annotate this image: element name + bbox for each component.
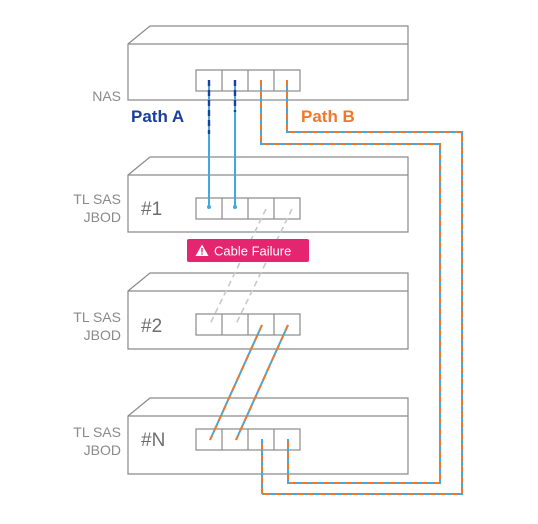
path-a-endpoints (207, 205, 237, 209)
warning-icon (195, 244, 209, 256)
jbod-2-ports (195, 313, 301, 336)
cable-failure-badge: Cable Failure (187, 239, 309, 262)
jbod-2-type-line1: TL SAS (73, 309, 121, 325)
cable-failure-label: Cable Failure (214, 244, 291, 259)
path-b-cables (209, 80, 463, 495)
jbod-n-number: #N (141, 430, 165, 451)
jbod-1-type-line1: TL SAS (73, 191, 121, 207)
jbod-1-number: #1 (141, 199, 162, 220)
jbod-2-number: #2 (141, 316, 162, 337)
nas-label: NAS (92, 88, 121, 104)
nas-ports (195, 69, 301, 92)
path-b-label: Path B (301, 107, 355, 126)
path-a-label: Path A (131, 107, 184, 126)
jbod-2-type-line2: JBOD (84, 327, 121, 343)
jbod-1-type-line2: JBOD (84, 209, 121, 225)
jbod-n-type-line2: JBOD (84, 442, 121, 458)
jbod-2-device (127, 272, 409, 350)
jbod-n-ports (195, 428, 301, 451)
jbod-n-type-line1: TL SAS (73, 424, 121, 440)
jbod-1-ports (195, 197, 301, 220)
failed-cables (209, 208, 293, 325)
jbod-1-device (127, 156, 409, 233)
path-a-cables (207, 80, 237, 207)
